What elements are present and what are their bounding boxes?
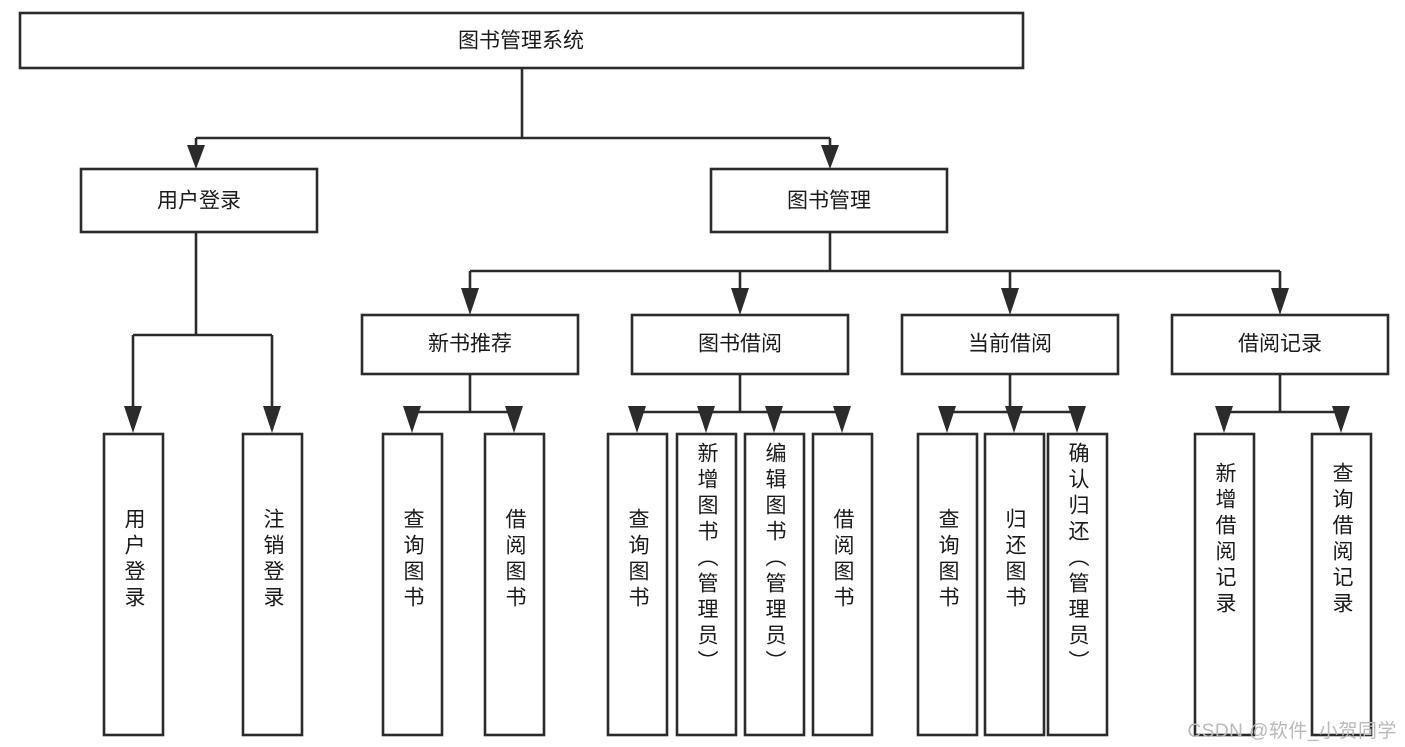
leaf-box-return-book[interactable] xyxy=(983,432,1046,737)
leaf-box-query-book-current[interactable] xyxy=(916,432,979,737)
leaf-box-user-login[interactable] xyxy=(102,432,165,737)
leaf-box-query-book-borrow[interactable] xyxy=(606,432,669,737)
node-new-book-recommend-label: 新书推荐 xyxy=(428,333,512,356)
node-current-borrow-label: 当前借阅 xyxy=(968,333,1052,356)
node-borrow-record[interactable] xyxy=(1170,313,1390,376)
node-current-borrow[interactable] xyxy=(900,313,1120,376)
leaf-box-query-book-newbook[interactable] xyxy=(381,432,444,737)
leaf-box-logout[interactable] xyxy=(241,432,304,737)
edge-borrowrecord-to-leaves xyxy=(1215,374,1350,433)
node-book-borrow[interactable] xyxy=(630,313,850,376)
leaf-box-add-borrow-record[interactable] xyxy=(1193,432,1256,737)
edge-bookmgmt-to-level3 xyxy=(461,232,1289,315)
edge-currentborrow-to-leaves xyxy=(938,374,1086,433)
node-new-book-recommend[interactable] xyxy=(360,313,580,376)
node-book-management-label: 图书管理 xyxy=(787,190,871,213)
edge-userlogin-to-leaves xyxy=(124,232,281,433)
edge-root-to-bus xyxy=(187,68,839,169)
node-root-label: 图书管理系统 xyxy=(458,30,584,53)
watermark-text: CSDN @软件_小贺同学 xyxy=(1187,721,1397,742)
leaf-box-add-book-admin[interactable] xyxy=(675,432,738,737)
leaf-box-borrow-book-newbook[interactable] xyxy=(483,432,546,737)
node-book-borrow-label: 图书借阅 xyxy=(698,333,782,356)
node-borrow-record-label: 借阅记录 xyxy=(1238,333,1322,356)
leaf-box-borrow-book[interactable] xyxy=(811,432,874,737)
node-user-login-label: 用户登录 xyxy=(157,190,241,213)
node-user-login[interactable] xyxy=(79,167,319,234)
edge-newbook-to-leaves xyxy=(403,374,523,433)
leaf-box-query-borrow-record[interactable] xyxy=(1310,432,1373,737)
leaf-box-edit-book-admin[interactable] xyxy=(743,432,806,737)
node-root[interactable] xyxy=(18,11,1025,70)
leaf-box-confirm-return-admin[interactable] xyxy=(1046,432,1109,737)
node-book-management[interactable] xyxy=(709,167,949,234)
edge-bookborrow-to-leaves xyxy=(628,374,851,433)
